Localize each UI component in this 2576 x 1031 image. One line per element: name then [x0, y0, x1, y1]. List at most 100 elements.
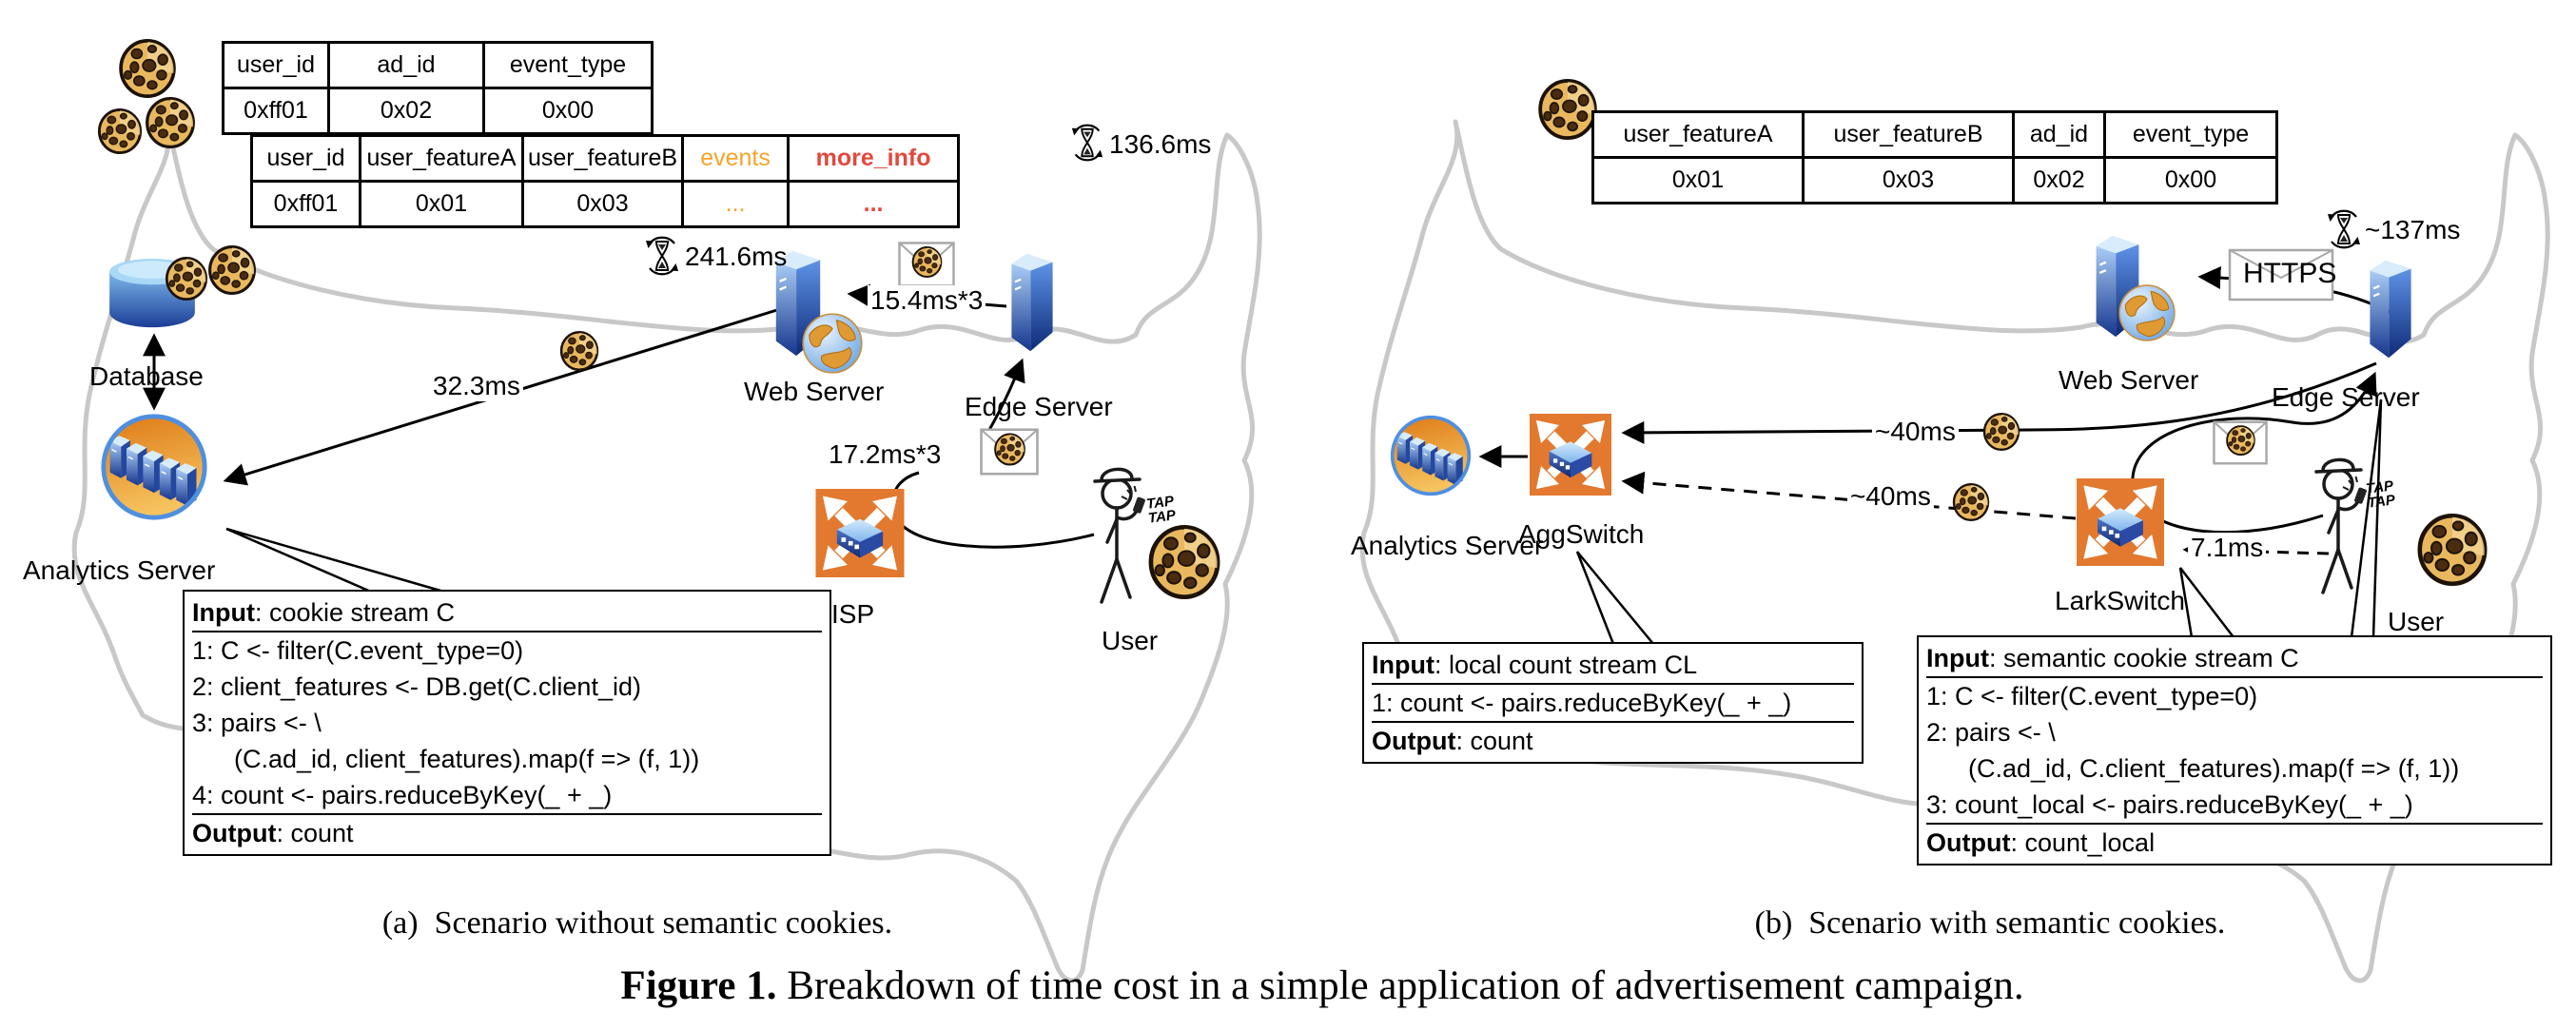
table-cell: 0x00	[2103, 156, 2278, 204]
table-cell: 0x01	[1591, 156, 1805, 204]
code-line: Input: local count stream CL	[1372, 647, 1854, 685]
cookie-icon	[1538, 78, 1597, 141]
timing-edge-roundtrip-b: ~137ms	[2365, 215, 2461, 244]
column-header: user_featureB	[1802, 110, 2015, 159]
code-line: Output: count_local	[1926, 828, 2156, 857]
arrow-larkswitch-to-aggswitch-dashed	[1621, 471, 2077, 520]
table-cell: ...	[681, 180, 790, 228]
code-line: 2: pairs <- \	[1926, 718, 2056, 747]
label-isp: ISP	[831, 599, 875, 629]
table-cell: 0x00	[482, 87, 654, 135]
code-line: 4: count <- pairs.reduceByKey(_ + _)	[192, 777, 822, 815]
label-larkswitch: LarkSwitch	[2055, 586, 2185, 615]
analytics-server-icon	[104, 417, 205, 517]
column-header: user_featureA	[1591, 110, 1805, 159]
arrow-edge-to-aggswitch	[1621, 361, 2377, 444]
timing-edge-roundtrip: 136.6ms	[1109, 129, 1212, 159]
cookie-icon	[97, 108, 143, 154]
hourglass-timer-icon	[2326, 209, 2362, 249]
user-icon	[1093, 467, 1148, 604]
cookie-icon	[1151, 527, 1218, 596]
table-cell: ...	[787, 180, 961, 228]
timing-user-lark: 7.1ms	[2188, 533, 2267, 563]
table-cell: 0x02	[2012, 156, 2106, 204]
hourglass-timer-icon	[1070, 124, 1104, 162]
label-database: Database	[89, 361, 204, 391]
code-line: 3: pairs <- \	[192, 709, 322, 737]
cookie-icon	[207, 245, 257, 295]
globe-icon	[2118, 284, 2176, 341]
cookie-icon	[559, 331, 599, 371]
globe-icon	[802, 313, 863, 374]
curve-user-to-edge	[2131, 371, 2377, 535]
code-line: 3: count_local <- pairs.reduceByKey(_ + …	[1926, 787, 2543, 825]
cookie-envelope-icon	[900, 243, 954, 286]
label-web-server-b: Web Server	[2059, 365, 2199, 395]
edge-server-icon	[1010, 252, 1054, 353]
cookie-envelope-icon	[2214, 422, 2266, 464]
timing-edge-agg: ~40ms	[1872, 417, 1959, 447]
code-line: 1: count <- pairs.reduceByKey(_ + _)	[1372, 685, 1854, 723]
figure-caption-number: Figure 1.	[620, 963, 777, 1008]
label-edge-server-a: Edge Server	[965, 392, 1113, 421]
callout-aggswitch-codebox	[1575, 551, 1656, 646]
label-user-a: User	[1102, 626, 1159, 655]
cookie-icon	[1982, 413, 2020, 451]
panel-a-links	[143, 283, 1095, 549]
table-cell: 0x03	[1802, 156, 2015, 204]
code-line: 1: C <- filter(C.event_type=0)	[192, 636, 524, 665]
panel-b-links	[1478, 265, 2394, 562]
caption-panel-a: (a) Scenario without semantic cookies.	[381, 905, 893, 941]
timing-user-isp: 17.2ms*3	[826, 439, 945, 470]
timing-web-roundtrip: 241.6ms	[685, 242, 788, 271]
column-header: user_featureA	[359, 134, 524, 183]
code-line: Output: count	[1372, 727, 1533, 755]
aggswitch-icon	[1530, 414, 1611, 496]
table-cell: 0xff01	[250, 180, 361, 228]
label-user-b: User	[2388, 607, 2445, 636]
column-header: user_id	[250, 134, 361, 183]
label-web-server-a: Web Server	[744, 377, 885, 406]
column-header: more_info	[787, 134, 961, 183]
curve-user-to-isp	[890, 471, 1095, 549]
code-line: Input: semantic cookie stream C	[1926, 640, 2543, 678]
cookie-envelope-icon	[982, 430, 1038, 475]
table-cell: 0x03	[520, 180, 685, 228]
code-line: 2: client_features <- DB.get(C.client_id…	[192, 672, 641, 701]
label-tap-tap-b: TAP TAP	[2365, 477, 2396, 512]
curve-cookie-to-edge	[987, 358, 1025, 431]
column-header: ad_id	[327, 41, 485, 89]
figure-caption-text: Breakdown of time cost in a simple appli…	[776, 963, 2024, 1008]
cookie-icon	[1952, 483, 1990, 521]
edge-server-icon	[2369, 259, 2412, 360]
isp-switch-icon	[816, 489, 905, 577]
hourglass-timer-icon	[644, 236, 680, 276]
column-header: user_id	[222, 41, 330, 89]
label-aggswitch: AggSwitch	[1518, 519, 1645, 549]
label-https: HTTPS	[2243, 258, 2337, 289]
cookie-icon	[165, 257, 208, 301]
figure-caption: Figure 1. Breakdown of time cost in a si…	[620, 963, 2023, 1009]
cookie-icon	[145, 97, 196, 148]
callout-edge-codebox	[2350, 399, 2383, 639]
table-cell: 0x01	[359, 180, 524, 228]
timing-lark-agg: ~40ms	[1847, 481, 1934, 512]
code-line: (C.ad_id, client_features).map(f => (f, …	[234, 745, 700, 773]
table-cell: 0xff01	[222, 87, 330, 135]
code-line: Output: count	[192, 819, 354, 847]
timing-analytics-web: 32.3ms	[430, 371, 523, 401]
label-tap-tap-a: TAP TAP	[1145, 493, 1177, 527]
column-header: event_type	[482, 41, 654, 89]
arrow-user-to-larkswitch-dashed	[2182, 538, 2330, 562]
column-header: events	[681, 134, 790, 183]
